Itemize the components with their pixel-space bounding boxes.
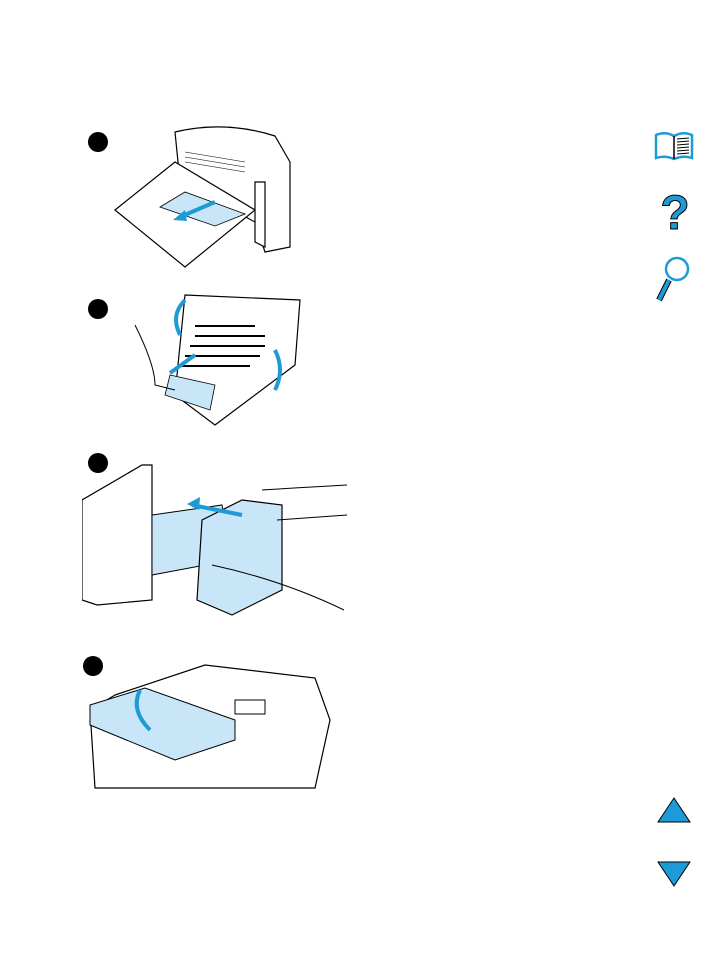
duplexer-cover-illustration	[134, 294, 301, 426]
step-3-marker	[88, 453, 108, 473]
triangle-down-icon[interactable]	[656, 860, 692, 888]
reinsert-duplexer-illustration	[82, 464, 348, 616]
triangle-up-icon[interactable]	[656, 796, 692, 824]
magnifier-icon[interactable]	[655, 256, 691, 302]
step-2-marker	[88, 299, 108, 319]
duplexer-tray-illustration	[114, 126, 291, 268]
step-1-marker	[88, 132, 108, 152]
top-cover-illustration	[89, 664, 331, 789]
question-mark-icon[interactable]: ?	[660, 187, 690, 240]
step-4-marker	[83, 656, 103, 676]
book-icon[interactable]	[654, 131, 694, 161]
